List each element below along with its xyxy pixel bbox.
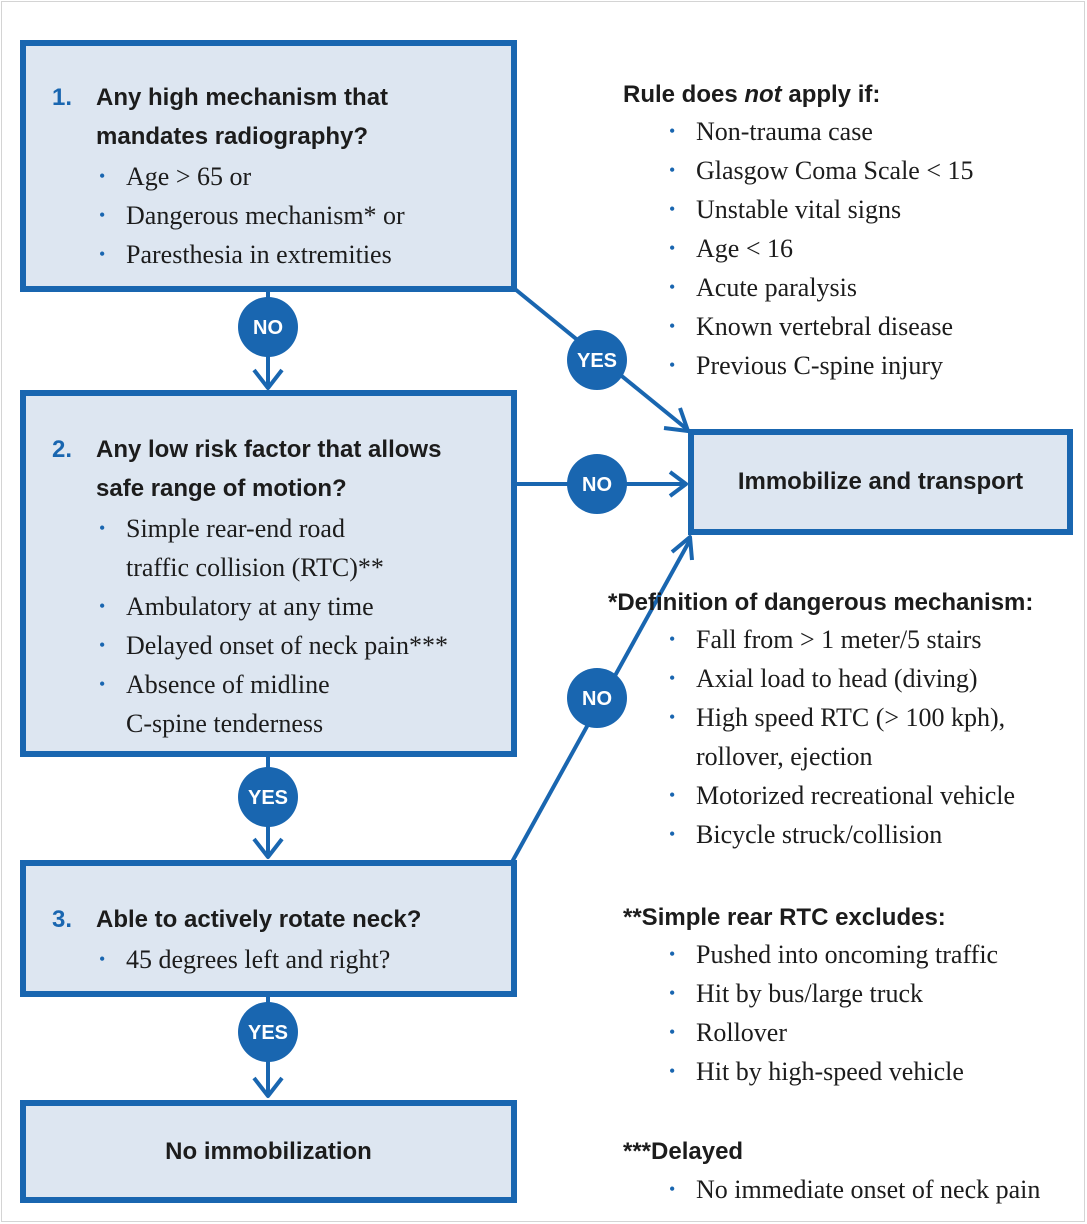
list-item: Age < 16 xyxy=(669,229,974,268)
list-item: Rollover xyxy=(669,1013,998,1052)
list-item: Known vertebral disease xyxy=(669,307,974,346)
step-1-criteria-list: Age > 65 or Dangerous mechanism* or Pare… xyxy=(99,157,405,274)
step-3-question-text: Able to actively rotate neck? xyxy=(96,906,422,933)
badge-no-3-text: NO xyxy=(582,688,612,710)
dangerous-mechanism-list: Fall from > 1 meter/5 stairs Axial load … xyxy=(669,620,1015,854)
badge-yes-1-text: YES xyxy=(577,350,617,372)
list-item: No immediate onset of neck pain xyxy=(669,1170,1040,1209)
list-item: Motorized recreational vehicle xyxy=(669,776,1015,815)
arrowhead-3-immobilize xyxy=(670,535,694,561)
badge-yes-3-text: YES xyxy=(248,1022,288,1044)
no-immobilization-label: No immobilization xyxy=(165,1137,372,1165)
list-item: Dangerous mechanism* or xyxy=(99,196,405,235)
badge-yes-2-text: YES xyxy=(248,787,288,809)
simple-rear-list: Pushed into oncoming traffic Hit by bus/… xyxy=(669,935,998,1091)
list-item: Fall from > 1 meter/5 stairs xyxy=(669,620,1015,659)
arrowhead-1-2 xyxy=(252,368,284,390)
list-item: Non-trauma case xyxy=(669,112,974,151)
list-item-continuation: traffic collision (RTC)** xyxy=(126,553,384,582)
step-1-question-line-2: mandates radiography? xyxy=(96,123,369,150)
delayed-list: No immediate onset of neck pain xyxy=(669,1170,1040,1209)
list-item: Acute paralysis xyxy=(669,268,974,307)
step-2-criteria-list: Simple rear-end road traffic collision (… xyxy=(99,509,448,743)
list-item: Glasgow Coma Scale < 15 xyxy=(669,151,973,190)
step-3-number: 3. xyxy=(52,906,73,933)
exclusions-title-pre: Rule does xyxy=(623,81,745,108)
step-1-number: 1. xyxy=(52,84,73,111)
exclusions-title-post: apply if: xyxy=(781,81,881,108)
list-item: Hit by high-speed vehicle xyxy=(669,1052,998,1091)
step-3-criteria-list: 45 degrees left and right? xyxy=(99,940,390,979)
simple-rear-title: **Simple rear RTC excludes: xyxy=(623,904,946,931)
step-2-question-line-2: safe range of motion? xyxy=(96,475,347,502)
immobilize-transport-box: Immobilize and transport xyxy=(688,429,1073,535)
badge-no-2-text: NO xyxy=(582,474,612,496)
list-item: Axial load to head (diving) xyxy=(669,659,1015,698)
list-item: High speed RTC (> 100 kph), xyxy=(669,698,1015,737)
exclusions-title: Rule does not apply if: xyxy=(623,80,880,110)
list-item: Ambulatory at any time xyxy=(99,587,448,626)
no-immobilization-box: No immobilization xyxy=(20,1100,517,1203)
arrowhead-3-4 xyxy=(252,1076,284,1098)
arrowhead-2-immobilize xyxy=(668,470,688,498)
list-item: Previous C-spine injury xyxy=(669,346,974,385)
immobilize-transport-label: Immobilize and transport xyxy=(737,468,1024,495)
step-2-question-line-1: Any low risk factor that allows xyxy=(96,436,442,463)
list-item: Age > 65 or xyxy=(99,157,405,196)
list-item: Bicycle struck/collision xyxy=(669,815,1015,854)
list-item-continuation: rollover, ejection xyxy=(696,742,873,771)
exclusions-list: Non-trauma case Glasgow Coma Scale < 15 … xyxy=(669,112,974,385)
badge-yes-3 xyxy=(238,1002,298,1062)
badge-yes-1 xyxy=(567,330,627,390)
step-1-question-line-1: Any high mechanism that xyxy=(96,84,389,111)
list-item: Pushed into oncoming traffic xyxy=(669,935,998,974)
arrowhead-2-3 xyxy=(252,837,284,859)
list-item: Paresthesia in extremities xyxy=(99,235,405,274)
list-item: Hit by bus/large truck xyxy=(669,974,998,1013)
delayed-title: ***Delayed xyxy=(623,1138,744,1165)
list-item: Unstable vital signs xyxy=(669,190,974,229)
step-3-box: 3. Able to actively rotate neck? 45 degr… xyxy=(20,860,517,997)
list-item: 45 degrees left and right? xyxy=(99,940,390,979)
badge-yes-2 xyxy=(238,767,298,827)
exclusions-title-emphasis: not xyxy=(744,81,782,108)
badge-no-1 xyxy=(238,297,298,357)
list-item-continuation: C-spine tenderness xyxy=(126,709,324,738)
badge-no-2 xyxy=(567,454,627,514)
badge-no-3 xyxy=(567,668,627,728)
step-1-box: 1. Any high mechanism that mandates radi… xyxy=(20,40,517,292)
list-item: Simple rear-end road xyxy=(99,509,448,548)
dangerous-mechanism-title: *Definition of dangerous mechanism: xyxy=(608,589,1034,616)
step-2-number: 2. xyxy=(52,436,73,463)
list-item: Absence of midline xyxy=(99,665,448,704)
list-item: Delayed onset of neck pain*** xyxy=(99,626,448,665)
badge-no-1-text: NO xyxy=(253,317,283,339)
step-2-box: 2. Any low risk factor that allows safe … xyxy=(20,390,517,757)
